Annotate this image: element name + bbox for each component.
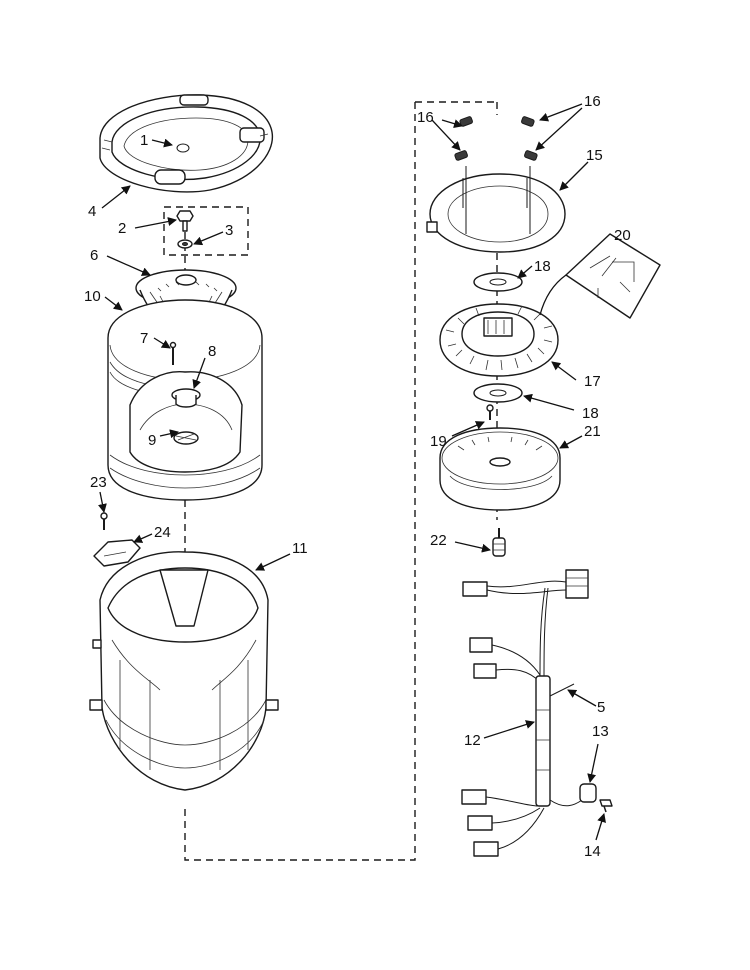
hub-bolt-part [176, 210, 194, 249]
callout-16-right: 16 [584, 93, 601, 110]
callout-9: 9 [148, 432, 156, 449]
callout-6: 6 [90, 247, 98, 264]
screw-23-part [100, 512, 108, 530]
component-13-part [579, 783, 597, 803]
callout-4: 4 [88, 203, 96, 220]
callout-2: 2 [118, 220, 126, 237]
leader-lines [98, 103, 606, 841]
stator-17-part [439, 303, 559, 377]
callout-18-lower: 18 [582, 405, 599, 422]
callout-22: 22 [430, 532, 447, 549]
callout-13: 13 [592, 723, 609, 740]
drive-assembly-boundary [184, 102, 416, 861]
callout-24: 24 [154, 524, 171, 541]
callout-18-upper: 18 [534, 258, 551, 275]
screw-14-part [599, 799, 613, 813]
callout-17: 17 [584, 373, 601, 390]
callout-23: 23 [90, 474, 107, 491]
callout-8: 8 [208, 343, 216, 360]
callout-10: 10 [84, 288, 101, 305]
wash-basket-part [107, 299, 263, 501]
part-1-label-spot [176, 143, 190, 153]
pins-16-part [454, 116, 538, 161]
balance-ring-part [99, 94, 274, 193]
callout-19: 19 [430, 433, 447, 450]
hub-8-part [171, 388, 201, 408]
wire-harness-12-part [461, 569, 589, 857]
outer-tub-part [89, 551, 279, 791]
callout-1: 1 [140, 132, 148, 149]
callout-5: 5 [597, 699, 605, 716]
callout-16-left: 16 [417, 109, 434, 126]
callout-3: 3 [225, 222, 233, 239]
coupler-22-part [492, 528, 506, 557]
callout-20: 20 [614, 227, 631, 244]
callout-14: 14 [584, 843, 601, 860]
rotor-21-part [439, 427, 561, 511]
gasket-18-lower [473, 383, 523, 403]
callout-11: 11 [292, 540, 308, 557]
fastener-group-box [163, 206, 249, 256]
gasket-18-upper [473, 272, 523, 292]
bracket-24-part [93, 539, 141, 567]
callout-numbers: 1 2 3 4 5 6 7 8 9 10 11 12 13 14 15 16 1… [84, 93, 631, 860]
callout-7: 7 [140, 330, 148, 347]
motor-mount-15-part [426, 166, 566, 253]
callout-21: 21 [584, 423, 601, 440]
callout-12: 12 [464, 732, 481, 749]
connector-20-part [539, 233, 661, 319]
screw-19-part [486, 404, 494, 420]
callout-15: 15 [586, 147, 603, 164]
